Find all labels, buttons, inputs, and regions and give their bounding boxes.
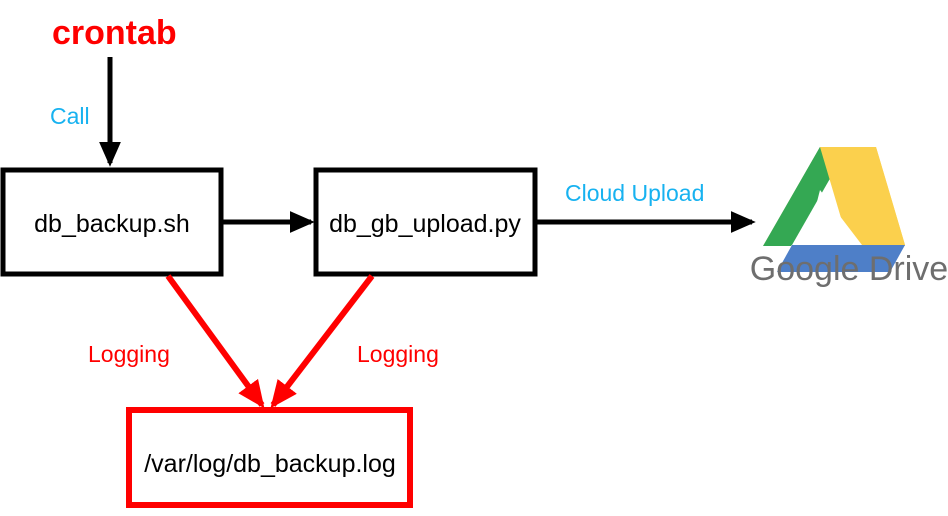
google-drive-brand-label: Google Drive [750, 250, 948, 288]
arrow-backup-to-logfile [165, 274, 265, 409]
node-label-db-gb-upload-py: db_gb_upload.py [329, 210, 521, 238]
crontab-title: crontab [52, 14, 177, 52]
edge-label-call: Call [50, 103, 90, 129]
arrow-upload-to-logfile [270, 274, 375, 409]
node-label-logfile: /var/log/db_backup.log [144, 450, 396, 478]
google-drive-center-hole [806, 190, 862, 245]
google-drive-arm-blue [777, 245, 905, 272]
node-label-db-backup-sh: db_backup.sh [34, 210, 190, 238]
node-box-logfile[interactable] [126, 407, 413, 508]
edge-label-logging-right: Logging [357, 341, 439, 367]
edge-label-cloud-upload: Cloud Upload [565, 180, 704, 206]
google-drive-arm-yellow [820, 147, 905, 245]
google-drive-arm-green [764, 147, 848, 245]
edge-label-logging-left: Logging [88, 341, 170, 367]
google-drive-logo [763, 147, 905, 272]
